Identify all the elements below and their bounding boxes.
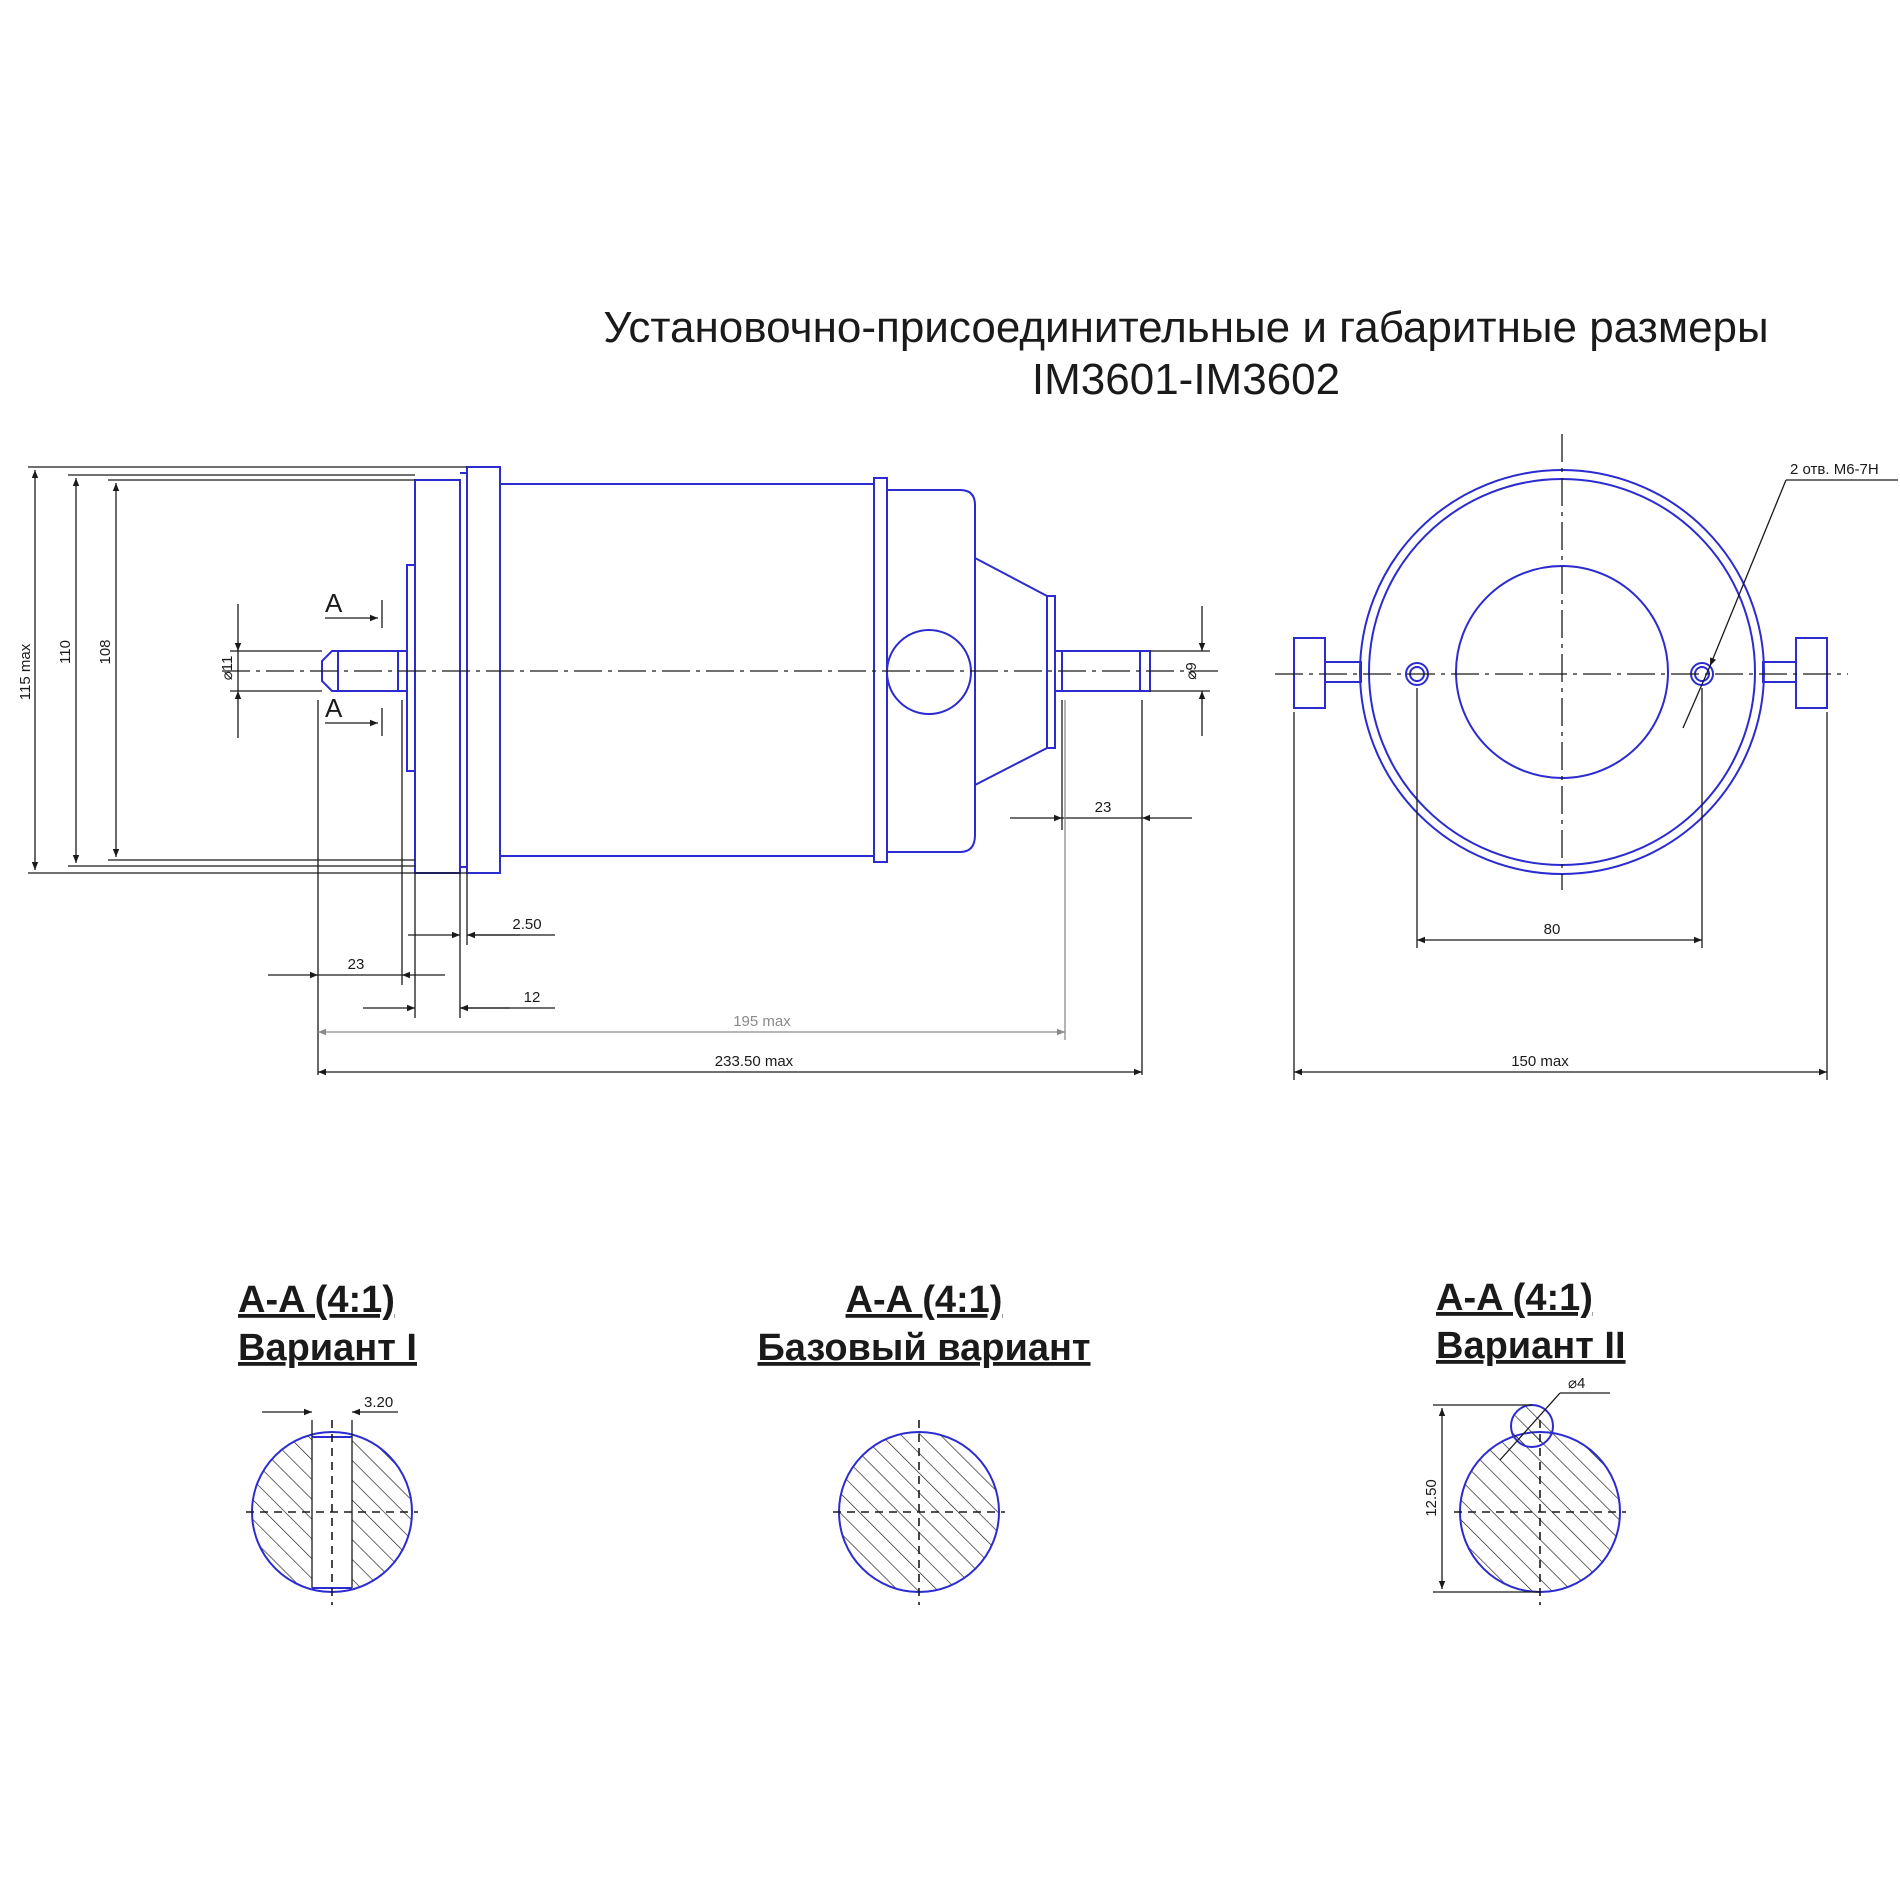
dim-108: 108	[97, 639, 114, 664]
section-3-dim: ⌀4	[1568, 1375, 1585, 1392]
left-end-shield	[414, 479, 461, 874]
holes-note: 2 отв. M6-7H	[1790, 461, 1879, 478]
motor-end-view	[1293, 469, 1828, 875]
stator-housing	[499, 483, 875, 857]
section-2-title: A-A (4:1)	[846, 1279, 1003, 1321]
left-lug	[1293, 637, 1326, 709]
dim-12: 12	[524, 989, 541, 1006]
section-1-title: A-A (4:1)	[238, 1279, 395, 1321]
dim-23-right: 23	[1095, 799, 1112, 816]
dim-115-max: 115 max	[17, 643, 34, 700]
rear-cover	[887, 489, 976, 853]
dim-d11: ⌀11	[219, 656, 236, 681]
section-letter-bottom: A	[325, 693, 343, 723]
dim-150-max-label: 150 max	[1511, 1053, 1569, 1070]
section-letter-top: A	[325, 588, 343, 618]
fan-cover-plate	[1046, 595, 1056, 749]
dim-2-50: 2.50	[512, 916, 541, 933]
left-vertical-dimensions: 115 max 110 108	[17, 466, 467, 874]
terminal-box	[886, 629, 972, 715]
flange-face-plate	[406, 564, 416, 772]
dim-80-label: 80	[1544, 921, 1561, 938]
dim-233-50-max: 233.50 max	[318, 1053, 1142, 1076]
dim-d9-group: ⌀9	[1150, 606, 1210, 736]
section-3-dim2: 12.50	[1423, 1479, 1440, 1517]
dim-23-left: 23	[348, 956, 365, 973]
section-3-subtitle: Вариант II	[1436, 1325, 1626, 1367]
motor-side-view	[321, 466, 1151, 874]
section-variant-2: A-A (4:1) Вариант II ⌀4 12.50	[1423, 1277, 1626, 1605]
dim-d11-group: ⌀11	[219, 604, 322, 738]
section-1-dim: 3.20	[364, 1394, 393, 1411]
bottom-dimensions: 2.50 23 12	[268, 700, 555, 1075]
section-1-subtitle: Вариант I	[238, 1327, 417, 1369]
dim-80: 80	[1416, 688, 1703, 948]
section-base-variant: A-A (4:1) Базовый вариант	[757, 1279, 1091, 1605]
housing-band	[873, 477, 888, 863]
dim-195-max-label: 195 max	[733, 1013, 791, 1030]
section-2-subtitle: Базовый вариант	[757, 1327, 1090, 1369]
section-3-title: A-A (4:1)	[1436, 1277, 1593, 1319]
dim-23-rear: 23	[1010, 700, 1192, 1075]
right-lug	[1795, 637, 1828, 709]
dim-150-max: 150 max	[1293, 712, 1828, 1080]
mounting-flange	[466, 466, 501, 874]
dim-233-50-max-label: 233.50 max	[715, 1053, 794, 1070]
dim-110: 110	[57, 640, 74, 664]
dim-195-max: 195 max	[318, 700, 1066, 1040]
holes-leader: 2 отв. M6-7H	[1682, 461, 1898, 729]
section-variant-1: A-A (4:1) Вариант I 3.20	[238, 1279, 418, 1605]
title-line-1: Установочно-присоединительные и габаритн…	[603, 303, 1768, 352]
section-marker-a: A A	[325, 588, 383, 736]
title-line-2: IM3601-IM3602	[1032, 355, 1340, 404]
dim-d9: ⌀9	[1183, 662, 1200, 679]
